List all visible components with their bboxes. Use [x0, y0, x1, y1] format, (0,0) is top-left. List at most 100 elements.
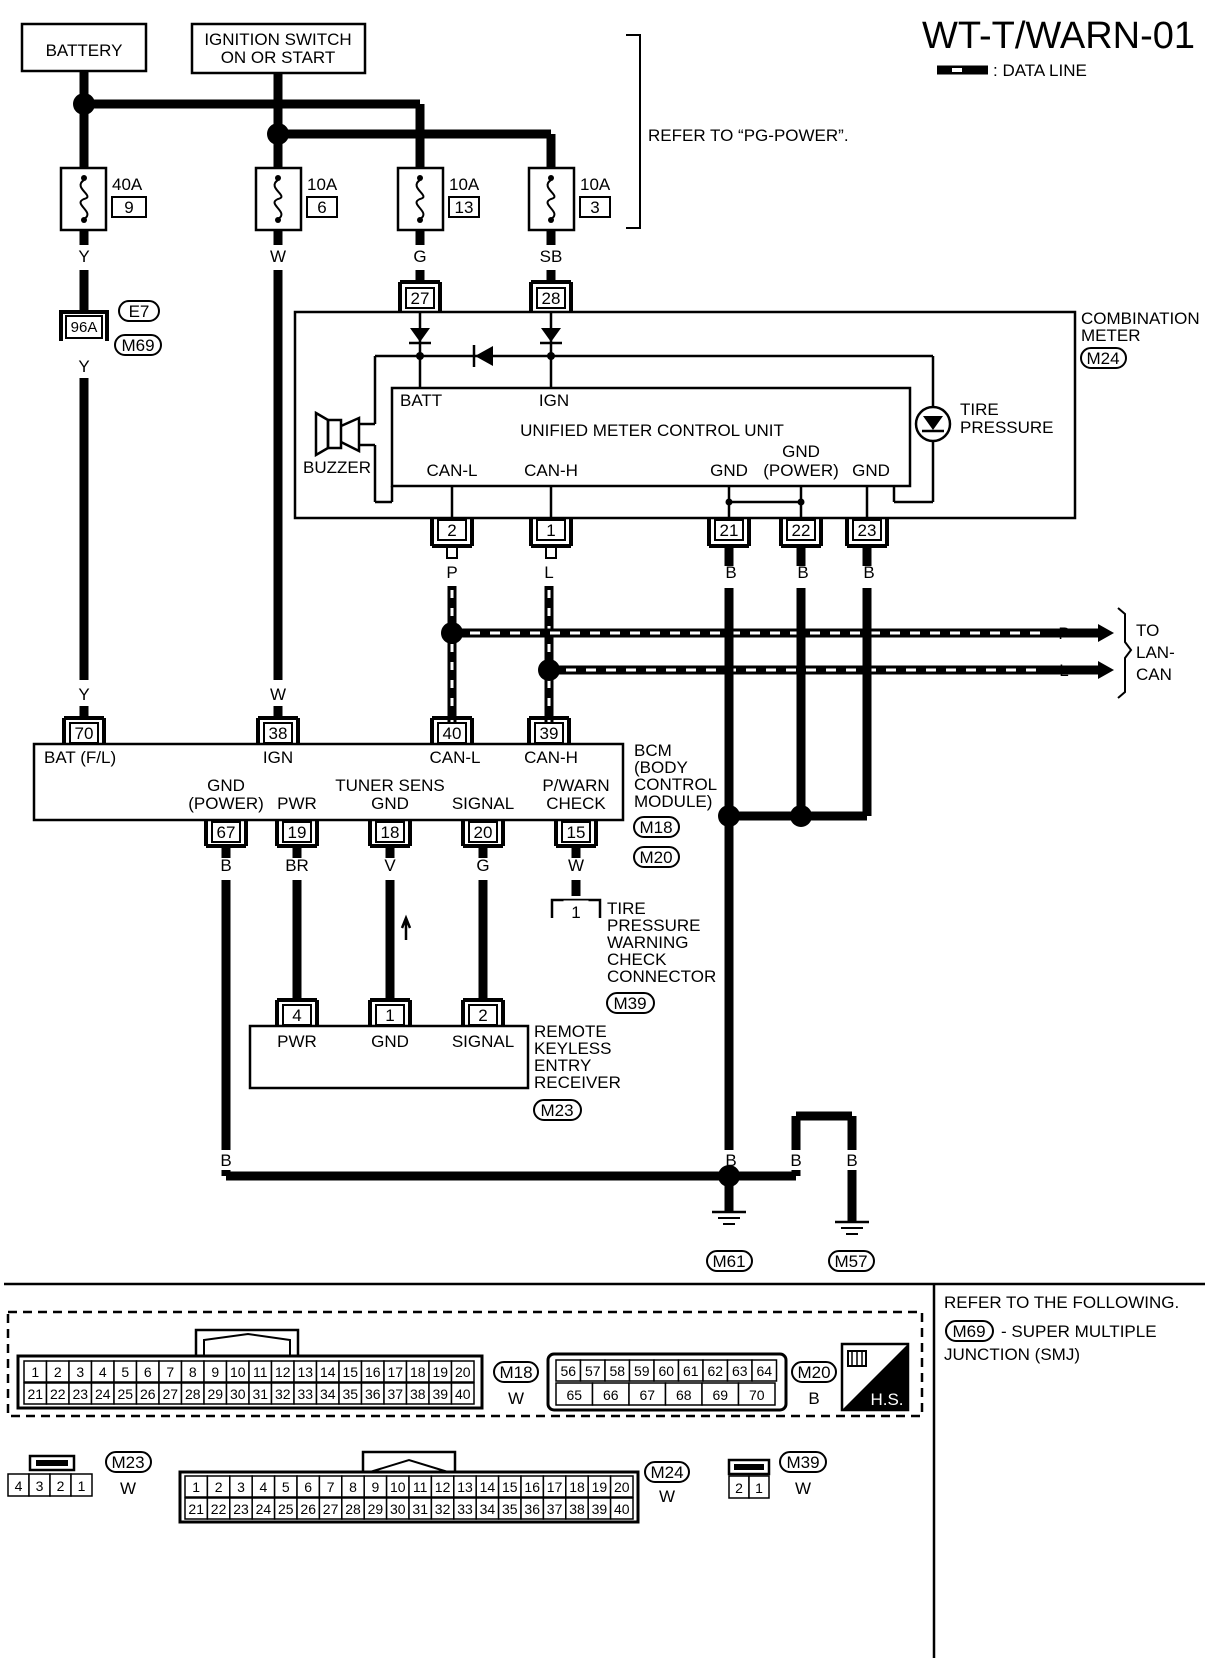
wire-color-w: W — [270, 247, 286, 266]
bcm-can-h-label: CAN-H — [524, 748, 578, 767]
legend-m23: M23 — [111, 1453, 144, 1472]
buzzer-label: BUZZER — [303, 458, 371, 477]
bcm-pin-67: 67 — [204, 820, 248, 848]
bcm-pin-39-label: 39 — [540, 724, 559, 743]
fuse-3: 10A 13 — [396, 166, 480, 232]
m24-cell — [609, 1475, 634, 1498]
bcm-tuner-1: TUNER SENS — [335, 776, 445, 795]
m20-cell — [751, 1359, 778, 1382]
m24-terminal: 12 — [435, 1479, 451, 1495]
m20-terminal: 66 — [603, 1387, 619, 1403]
m24-terminal: 28 — [345, 1501, 361, 1517]
bcm-wire-w: W — [270, 685, 286, 704]
m18-terminal: 12 — [275, 1364, 291, 1380]
m24-terminal: 10 — [390, 1479, 406, 1495]
meter-pin-1: 1 — [529, 518, 573, 548]
bcm-wire-y: Y — [78, 685, 89, 704]
receiver-pin-1: 1 — [368, 998, 412, 1026]
bcm-can-l-label: CAN-L — [429, 748, 480, 767]
m39-terminal: 1 — [755, 1480, 763, 1496]
splice-battery — [73, 93, 95, 115]
receiver-label-2: KEYLESS — [534, 1039, 612, 1058]
connector-m69: M69 — [121, 336, 154, 355]
splice-gnd-2 — [790, 805, 812, 827]
m18-terminal: 22 — [50, 1386, 66, 1402]
m18-terminal: 10 — [230, 1364, 246, 1380]
ground-m57: M57 — [834, 1252, 867, 1271]
m24-terminal: 4 — [260, 1479, 268, 1495]
splice-can-h — [538, 659, 560, 681]
m24-terminal: 33 — [457, 1501, 473, 1517]
bcm-pin-38: 38 — [256, 716, 300, 744]
wire-color-sb: SB — [540, 247, 563, 266]
fuse-output-wires — [79, 230, 556, 680]
meter-wire-b-2: B — [797, 563, 808, 582]
m24-terminal: 21 — [188, 1501, 204, 1517]
m24-terminal: 13 — [457, 1479, 473, 1495]
bcm-pin-20: 20 — [461, 820, 505, 848]
meter-pin-28-label: 28 — [542, 289, 561, 308]
meter-pin-1-label: 1 — [546, 521, 555, 540]
power-bracket — [626, 34, 641, 229]
check-label-3: WARNING — [607, 933, 689, 952]
splice-gnd-1 — [718, 805, 740, 827]
lan-to-3: CAN — [1136, 665, 1172, 684]
m18-terminal: 7 — [166, 1364, 174, 1380]
check-connector-pin: 1 — [571, 903, 580, 922]
check-label-1: TIRE — [607, 899, 646, 918]
receiver-pwr: PWR — [277, 1032, 317, 1051]
bcm-input-wires — [79, 706, 283, 718]
legend-label: : DATA LINE — [993, 61, 1087, 80]
receiver-pin-4: 4 — [275, 998, 319, 1026]
smj-terminal: 96A E7 M69 Y — [59, 300, 162, 376]
battery-label: BATTERY — [46, 41, 123, 60]
receiver-label-4: RECEIVER — [534, 1073, 621, 1092]
m24-terminal: 11 — [413, 1479, 428, 1495]
fuse-3-amp: 10A — [449, 175, 480, 194]
smj-wire-color: Y — [78, 357, 89, 376]
m20-terminal: 62 — [707, 1363, 723, 1379]
m24-terminal: 1 — [192, 1479, 200, 1495]
bcm-wire-b: B — [220, 856, 231, 875]
bcm-pin-19-label: 19 — [288, 823, 307, 842]
fuse-2-amp: 10A — [307, 175, 338, 194]
m20-terminal: 56 — [560, 1363, 576, 1379]
m24-terminal: 7 — [327, 1479, 335, 1495]
ground-m61-icon — [712, 1210, 746, 1225]
m18-terminal: 35 — [342, 1386, 358, 1402]
m24-terminal: 5 — [282, 1479, 290, 1495]
m24-terminal: 19 — [592, 1479, 608, 1495]
receiver-pin-4-label: 4 — [292, 1006, 301, 1025]
legend-m20: M20 — [797, 1363, 830, 1382]
receiver-label-3: ENTRY — [534, 1056, 591, 1075]
connector-m39: M39 — [613, 994, 646, 1013]
meter-pin-27: 27 — [398, 280, 442, 312]
bcm-pin-70-label: 70 — [75, 724, 94, 743]
ground-m57-icon — [835, 1220, 869, 1235]
hs-badge: H.S. — [840, 1342, 910, 1412]
bcm-pwarn-2: CHECK — [546, 794, 606, 813]
m18-terminal: 3 — [76, 1364, 84, 1380]
receiver-pin-1-label: 1 — [385, 1006, 394, 1025]
refer-m69: M69 — [952, 1322, 985, 1341]
bcm-pin-40-label: 40 — [443, 724, 462, 743]
meter-pin-2-label: 2 — [447, 521, 456, 540]
m24-terminal: 32 — [435, 1501, 451, 1517]
lan-brace — [1117, 607, 1133, 699]
m18-terminal: 25 — [117, 1386, 133, 1402]
m24-terminal: 18 — [569, 1479, 585, 1495]
m20-terminal: 60 — [658, 1363, 674, 1379]
diagram-title: WT-T/WARN-01 — [922, 15, 1195, 57]
ground-m61: M61 — [712, 1252, 745, 1271]
m23-terminal: 1 — [78, 1478, 86, 1494]
m39-terminal: 2 — [735, 1480, 743, 1496]
connector-m23: M23 — [540, 1101, 573, 1120]
bcm-wire-w2: W — [568, 856, 584, 875]
receiver-pin-2: 2 — [461, 998, 505, 1026]
lan-to-1: TO — [1136, 621, 1159, 640]
legend-m24: M24 — [650, 1463, 683, 1482]
